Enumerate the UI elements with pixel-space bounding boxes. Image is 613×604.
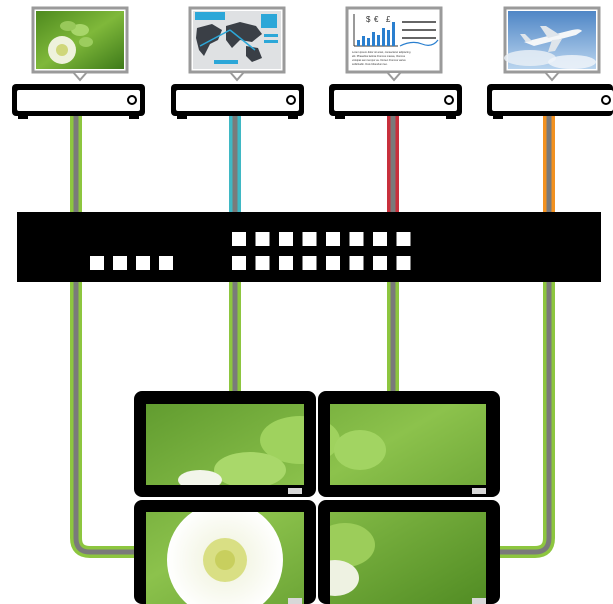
document-text-line: sollicitudin. Duis bibendum leo. (352, 62, 388, 66)
switcher-button (302, 256, 317, 270)
power-led-icon (127, 95, 137, 105)
switcher-button-row-bottom (232, 256, 411, 270)
switcher-button (373, 256, 387, 270)
switcher-button-group-left (90, 256, 173, 270)
source-thumbnail-airplane (503, 6, 601, 82)
source-device-4 (487, 84, 613, 119)
source-thumbnail-world-map (188, 6, 286, 82)
switcher-button (90, 256, 104, 270)
switcher-button (396, 232, 411, 246)
document-text-line: volutpat sem tempor eu. Donec rhoncus va… (352, 58, 406, 62)
switcher-button (326, 256, 340, 270)
switcher-button-row-top (232, 232, 411, 246)
switcher-button (349, 256, 364, 270)
switcher-button (349, 232, 364, 246)
switcher-button (255, 256, 270, 270)
switcher-button (326, 232, 340, 246)
switcher-button (302, 232, 317, 246)
panel-logo-badge (472, 598, 486, 604)
source-device-2 (171, 84, 304, 119)
source-device-1 (12, 84, 145, 119)
currency-symbol: € (374, 15, 379, 24)
switcher-button (255, 232, 270, 246)
switcher-button (279, 232, 293, 246)
power-led-icon (444, 95, 454, 105)
source-device-3 (329, 84, 462, 119)
document-text-line: Lorem ipsum dolor sit amet, consectetur … (352, 50, 411, 54)
source-thumbnail-document: $ € £ Lorem ipsum dolor sit amet, consec… (345, 6, 443, 82)
mini-bar-chart (357, 22, 395, 46)
video-wall (134, 391, 500, 604)
currency-symbol: $ (366, 15, 371, 24)
switcher-button (159, 256, 173, 270)
switcher-button (232, 232, 246, 246)
switcher-button (232, 256, 246, 270)
currency-symbol: £ (386, 15, 391, 24)
switcher-button (136, 256, 150, 270)
switcher-button (396, 256, 411, 270)
power-led-icon (601, 95, 611, 105)
document-text-line: elit. Phasellus lacinia rhoncus massa, r… (352, 54, 406, 58)
switcher-button (279, 256, 293, 270)
panel-logo-badge (472, 488, 486, 494)
switcher-button (113, 256, 127, 270)
matrix-switcher (17, 212, 601, 282)
panel-logo-badge (288, 598, 302, 604)
panel-logo-badge (288, 488, 302, 494)
switcher-button (373, 232, 387, 246)
output-cables (70, 280, 555, 558)
source-thumbnail-flower (31, 6, 129, 82)
power-led-icon (286, 95, 296, 105)
